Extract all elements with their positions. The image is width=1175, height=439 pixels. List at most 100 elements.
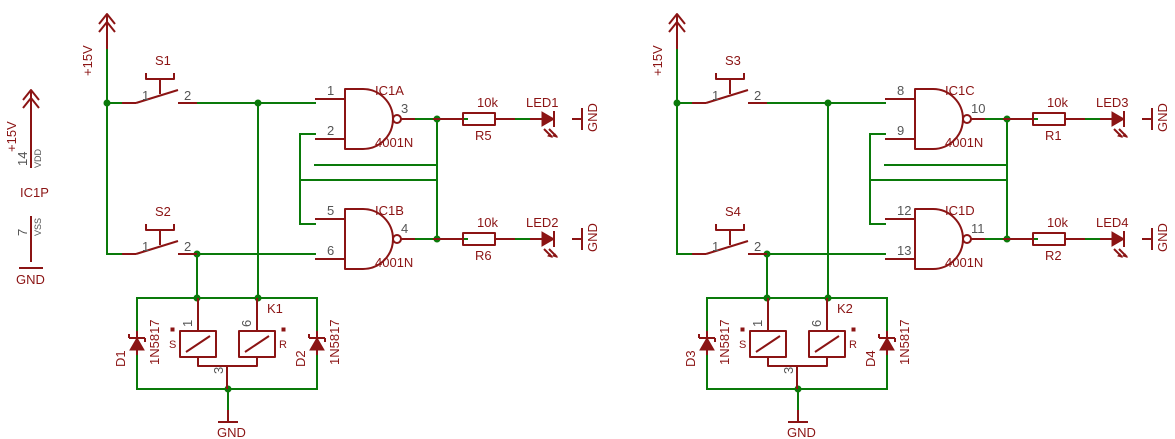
inverter-bubble — [392, 114, 402, 124]
vcc-arrow-icon — [98, 13, 116, 50]
vss-pin-number: 7 — [15, 229, 30, 236]
gate-pin-number: 10 — [971, 101, 985, 116]
ground-symbol: GND — [1142, 223, 1170, 252]
ground-icon — [218, 410, 238, 423]
led-triangle-icon — [1111, 231, 1125, 247]
switch-pin-number: 1 — [142, 239, 149, 254]
switch-contact — [122, 89, 197, 104]
gate-pin-number: 11 — [971, 221, 985, 236]
light-ray-arrows — [1117, 133, 1129, 138]
vcc-symbol: +15V — [4, 89, 40, 152]
gate-type: 4001N — [375, 135, 413, 150]
ground-label: GND — [1155, 223, 1170, 252]
relay-pin-number: 1 — [180, 320, 195, 327]
diode-name: D2 — [293, 350, 308, 367]
led-3: LED3 — [1096, 95, 1129, 138]
ground-icon — [572, 108, 583, 130]
light-ray-arrows — [1117, 253, 1129, 258]
gate-pin-number: 3 — [401, 101, 408, 116]
diode-bar — [878, 331, 896, 355]
diode-triangle-icon — [129, 337, 145, 351]
resistor-body — [1032, 112, 1066, 126]
vss-label: VSS — [33, 218, 43, 236]
push-button-icon — [715, 224, 745, 245]
switch-contact — [692, 89, 767, 104]
gate-pin-lines — [315, 98, 415, 140]
diode-triangle-icon — [879, 337, 895, 351]
switch-pin-number: 1 — [142, 88, 149, 103]
relay-set-coil — [749, 330, 787, 358]
diode-4: D4 1N5817 — [863, 319, 912, 367]
relay-pin-number: 3 — [781, 367, 796, 374]
ground-label: GND — [585, 223, 600, 252]
diode-triangle-icon — [699, 337, 715, 351]
diode-3: D3 1N5817 — [683, 319, 732, 367]
gate-pin-number: 4 — [401, 221, 408, 236]
ic-power-name: IC1P — [20, 185, 49, 200]
vdd-label: VDD — [33, 148, 43, 168]
diode-type: 1N5817 — [897, 319, 912, 365]
resistor-body — [1032, 232, 1066, 246]
diode-type: 1N5817 — [147, 319, 162, 365]
gate-name: IC1B — [375, 203, 404, 218]
ground-symbol: GND — [787, 410, 816, 439]
resistor-name: R2 — [1045, 248, 1062, 263]
led-2: LED2 — [526, 215, 559, 258]
diode-type: 1N5817 — [717, 319, 732, 365]
relay-reset-label: R — [849, 339, 857, 351]
relay-set-label: S — [739, 339, 746, 351]
junction-dot — [673, 99, 681, 107]
gate-name: IC1C — [945, 83, 975, 98]
switch-name: S2 — [155, 204, 171, 219]
relay-coil-diagonal — [755, 335, 840, 353]
gate-pin-number: 8 — [897, 83, 904, 98]
diode-bar — [308, 331, 326, 355]
vcc-symbol: +15V — [650, 13, 686, 76]
wire — [106, 49, 123, 255]
relay-polarity-mark — [740, 327, 745, 332]
junction-dot — [103, 99, 111, 107]
relay-pin-number: 1 — [750, 320, 765, 327]
supply-label: +15V — [650, 45, 665, 76]
gate-pin-number: 13 — [897, 243, 911, 258]
gate-pin-lines — [315, 218, 415, 260]
gate-pin-lines — [885, 98, 985, 140]
gate-type: 4001N — [945, 255, 983, 270]
diode-name: D3 — [683, 350, 698, 367]
ground-label: GND — [585, 103, 600, 132]
relay-coil-diagonal — [185, 335, 270, 353]
supply-label: +15V — [4, 121, 19, 152]
vcc-arrow-icon — [668, 13, 686, 50]
relay-pin-lines — [197, 298, 258, 389]
gate-name: IC1D — [945, 203, 975, 218]
diode-name: D4 — [863, 350, 878, 367]
gate-pin-number: 1 — [327, 83, 334, 98]
wire — [314, 164, 438, 240]
led-1: LED1 — [526, 95, 559, 138]
ground-symbol: GND — [1142, 103, 1170, 132]
relay-pin-number: 6 — [809, 320, 824, 327]
led-name: LED2 — [526, 215, 559, 230]
switch-pin-number: 2 — [754, 239, 761, 254]
switch-name: S1 — [155, 53, 171, 68]
ground-label: GND — [787, 425, 816, 439]
inverter-bubble — [392, 234, 402, 244]
ground-symbol: GND — [217, 410, 246, 439]
switch-contact — [692, 240, 767, 255]
relay-name: K2 — [837, 301, 853, 316]
light-ray-arrows — [547, 133, 559, 138]
resistor-body — [462, 232, 496, 246]
relay-pin-lines — [767, 298, 828, 389]
inverter-bubble — [962, 114, 972, 124]
relay-reset-label: R — [279, 339, 287, 351]
switch-name: S3 — [725, 53, 741, 68]
